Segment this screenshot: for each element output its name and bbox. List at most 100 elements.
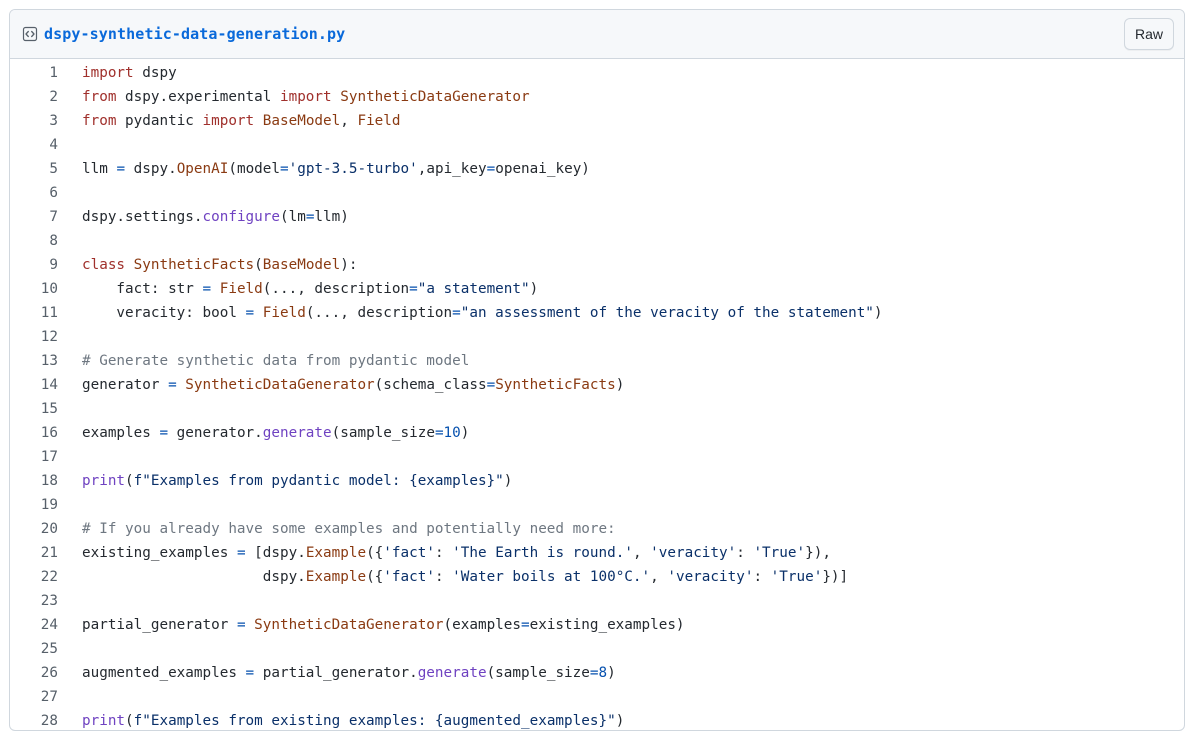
line-number[interactable]: 26 xyxy=(40,665,58,681)
code-token: veracity: bool xyxy=(82,305,246,321)
line-source: # Generate synthetic data from pydantic … xyxy=(58,353,469,369)
code-token: 'veracity' xyxy=(667,569,754,585)
code-token: 'True' xyxy=(753,545,806,561)
code-line: 4 xyxy=(10,133,1184,157)
code-token: augmented_examples xyxy=(82,665,246,681)
line-number[interactable]: 7 xyxy=(49,209,58,225)
code-line: 17 xyxy=(10,445,1184,469)
code-token: 'gpt-3.5-turbo' xyxy=(288,161,418,177)
code-token: ) xyxy=(615,713,625,729)
code-token: f"Examples from pydantic model: {example… xyxy=(133,473,504,489)
code-token: ) xyxy=(503,473,513,489)
code-token: = xyxy=(452,305,461,321)
code-token: Field xyxy=(219,281,263,297)
code-token: # If you already have some examples and … xyxy=(82,521,616,537)
code-token: existing_examples) xyxy=(529,617,685,633)
code-file-icon xyxy=(22,26,38,42)
line-number[interactable]: 20 xyxy=(40,521,58,537)
line-number[interactable]: 4 xyxy=(49,137,58,153)
code-line: 12 xyxy=(10,325,1184,349)
code-token: ): xyxy=(340,257,358,273)
line-number[interactable]: 15 xyxy=(40,401,58,417)
code-token xyxy=(177,377,186,393)
code-token: 'veracity' xyxy=(650,545,737,561)
code-token: : xyxy=(736,545,754,561)
line-source: partial_generator = SyntheticDataGenerat… xyxy=(58,617,685,633)
code-token: f"Examples from existing examples: {augm… xyxy=(133,713,616,729)
line-number[interactable]: 1 xyxy=(49,65,58,81)
code-token: 'The Earth is round.' xyxy=(452,545,633,561)
line-number[interactable]: 6 xyxy=(49,185,58,201)
line-number[interactable]: 8 xyxy=(49,233,58,249)
code-token: = xyxy=(245,665,255,681)
file-header: dspy-synthetic-data-generation.py Raw xyxy=(10,10,1184,59)
line-number[interactable]: 3 xyxy=(49,113,58,129)
code-token: # Generate synthetic data from pydantic … xyxy=(82,353,470,369)
line-number[interactable]: 2 xyxy=(49,89,58,105)
code-token: (schema_class xyxy=(374,377,487,393)
code-token: BaseModel xyxy=(262,257,341,273)
line-number[interactable]: 14 xyxy=(40,377,58,393)
code-token: (lm xyxy=(279,209,306,225)
line-number[interactable]: 5 xyxy=(49,161,58,177)
line-number[interactable]: 25 xyxy=(40,641,58,657)
code-token: "a statement" xyxy=(417,281,530,297)
line-number[interactable]: 27 xyxy=(40,689,58,705)
line-number[interactable]: 16 xyxy=(40,425,58,441)
code-token: partial_generator xyxy=(82,617,237,633)
code-token: Example xyxy=(305,545,367,561)
line-number[interactable]: 19 xyxy=(40,497,58,513)
code-token: = xyxy=(159,425,169,441)
line-source: import dspy xyxy=(58,65,177,81)
code-token: = xyxy=(305,209,315,225)
code-token: generate xyxy=(262,425,332,441)
code-token: ) xyxy=(607,665,616,681)
line-source: generator = SyntheticDataGenerator(schem… xyxy=(58,377,624,393)
code-token xyxy=(246,617,255,633)
code-token: fact: str xyxy=(82,281,203,297)
code-token: = xyxy=(589,665,599,681)
code-token: pydantic xyxy=(116,113,203,129)
line-number[interactable]: 9 xyxy=(49,257,58,273)
code-line: 13 # Generate synthetic data from pydanti… xyxy=(10,349,1184,373)
code-token: = xyxy=(280,161,289,177)
code-token: }), xyxy=(805,545,831,561)
line-number[interactable]: 28 xyxy=(40,713,58,729)
line-number[interactable]: 22 xyxy=(40,569,58,585)
line-number[interactable]: 10 xyxy=(40,281,58,297)
code-token: import xyxy=(279,89,332,105)
code-token: [dspy. xyxy=(245,545,306,561)
line-number[interactable]: 11 xyxy=(40,305,58,321)
line-number[interactable]: 12 xyxy=(40,329,58,345)
line-source: class SyntheticFacts(BaseModel): xyxy=(58,257,357,273)
filename-link[interactable]: dspy-synthetic-data-generation.py xyxy=(44,25,346,43)
line-number[interactable]: 24 xyxy=(40,617,58,633)
code-token: = xyxy=(236,617,246,633)
code-token: 10 xyxy=(443,425,461,441)
line-number[interactable]: 17 xyxy=(40,449,58,465)
code-token: dspy. xyxy=(82,569,306,585)
line-source: print(f"Examples from pydantic model: {e… xyxy=(58,473,512,489)
code-token: (sample_size xyxy=(331,425,435,441)
line-number[interactable]: 13 xyxy=(40,353,58,369)
code-line: 20 # If you already have some examples an… xyxy=(10,517,1184,541)
raw-button[interactable]: Raw xyxy=(1123,18,1174,50)
line-number[interactable]: 18 xyxy=(40,473,58,489)
code-token: (model xyxy=(228,161,281,177)
code-token: = xyxy=(245,305,255,321)
code-token: from xyxy=(82,113,117,129)
code-token: llm xyxy=(82,161,117,177)
code-token: ( xyxy=(125,473,134,489)
code-token: generate xyxy=(417,665,487,681)
line-number[interactable]: 21 xyxy=(40,545,58,561)
line-number[interactable]: 23 xyxy=(40,593,58,609)
code-token: dspy xyxy=(133,65,177,81)
code-token: : xyxy=(753,569,771,585)
line-source: dspy.settings.configure(lm=llm) xyxy=(58,209,349,225)
